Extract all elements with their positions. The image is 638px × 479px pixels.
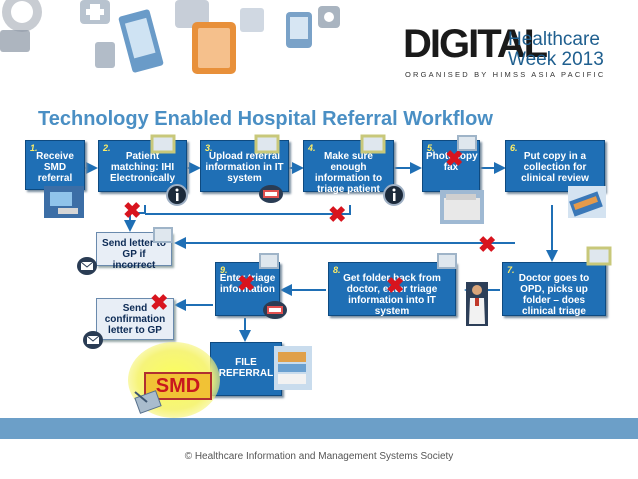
- smd-label: SMD: [146, 374, 210, 398]
- step-8-label: Get folder back from doctor, enter triag…: [343, 273, 441, 317]
- document-stack-icon: [274, 346, 312, 390]
- step-8-enter-triage-info[interactable]: 8. Get folder back from doctor, enter tr…: [328, 262, 456, 317]
- step-1-label: Receive SMD referral: [36, 151, 74, 184]
- cross-mark: ✖: [445, 146, 464, 171]
- step-1-number: 1.: [30, 143, 38, 153]
- cross-mark: ✖: [150, 290, 169, 315]
- cross-mark: ✖: [386, 273, 405, 298]
- step-4-number: 4.: [308, 143, 316, 153]
- step-9-number: 9.: [220, 265, 228, 275]
- note-icon: [254, 134, 280, 154]
- note-icon: [586, 246, 612, 266]
- cross-mark: ✖: [123, 198, 142, 223]
- note-icon: [457, 135, 477, 151]
- mail-icon: [83, 331, 103, 349]
- step-6-number: 6.: [510, 143, 518, 153]
- logo-digital: DIGITAL: [403, 22, 548, 66]
- footer-band: [0, 418, 638, 439]
- cross-mark: ✖: [478, 232, 497, 257]
- send-confirmation-label: Send confirmation letter to GP: [104, 303, 166, 336]
- logo-organiser: ORGANISED BY HIMSS ASIA PACIFIC: [405, 70, 606, 79]
- step-3-number: 3.: [205, 143, 213, 153]
- note-icon: [259, 253, 279, 269]
- step-6-collection-review[interactable]: 6. Put copy in a collection for clinical…: [505, 140, 605, 192]
- send-confirmation-box[interactable]: Send confirmation letter to GP: [96, 298, 174, 340]
- info-icon: [166, 184, 188, 206]
- note-icon: [437, 253, 457, 269]
- cross-mark: ✖: [328, 202, 347, 227]
- file-referral-label: FILE REFERRAL: [218, 357, 274, 379]
- page-title: Technology Enabled Hospital Referral Wor…: [38, 108, 493, 130]
- step-7-number: 7.: [507, 265, 515, 275]
- folder-icon: [568, 186, 606, 218]
- step-7-clinical-triage[interactable]: 7. Doctor goes to OPD, picks up folder –…: [502, 262, 606, 317]
- step-8-number: 8.: [333, 265, 341, 275]
- computer-icon: [44, 186, 84, 218]
- step-6-label: Put copy in a collection for clinical re…: [521, 151, 589, 184]
- file-referral-box[interactable]: FILE REFERRAL: [210, 342, 282, 396]
- logo-week: Week 2013: [508, 49, 604, 70]
- step-3-label: Upload referral information in IT system: [205, 151, 284, 184]
- info-icon: [383, 184, 405, 206]
- header-devices-graphic: [0, 0, 340, 74]
- upload-icon: [259, 185, 283, 203]
- logo-healthcare: Healthcare: [508, 29, 600, 50]
- step-7-label: Doctor goes to OPD, picks up folder – do…: [518, 273, 590, 317]
- mail-icon: [77, 257, 97, 275]
- upload-icon: [263, 301, 287, 319]
- send-letter-label: Send letter to GP if incorrect: [102, 238, 166, 271]
- step-4-label: Make sure enough information to triage p…: [314, 151, 383, 195]
- step-2-number: 2.: [103, 143, 111, 153]
- note-icon: [150, 134, 176, 154]
- step-9-label: Enter triage information: [219, 273, 276, 295]
- step-5-label: Photocopy fax: [426, 151, 478, 173]
- photocopier-icon: [440, 190, 484, 224]
- step-2-label: Patient matching: IHI Electronically: [109, 151, 176, 184]
- copyright-footer: © Healthcare Information and Management …: [184, 451, 454, 462]
- doctor-icon: [466, 282, 488, 326]
- cross-mark: ✖: [237, 271, 256, 296]
- step-1-receive-referral[interactable]: 1. Receive SMD referral: [25, 140, 85, 190]
- note-icon: [360, 134, 386, 154]
- step-5-number: 5.: [427, 143, 435, 153]
- note-icon: [153, 227, 173, 243]
- pen-cursor-icon: [134, 390, 162, 414]
